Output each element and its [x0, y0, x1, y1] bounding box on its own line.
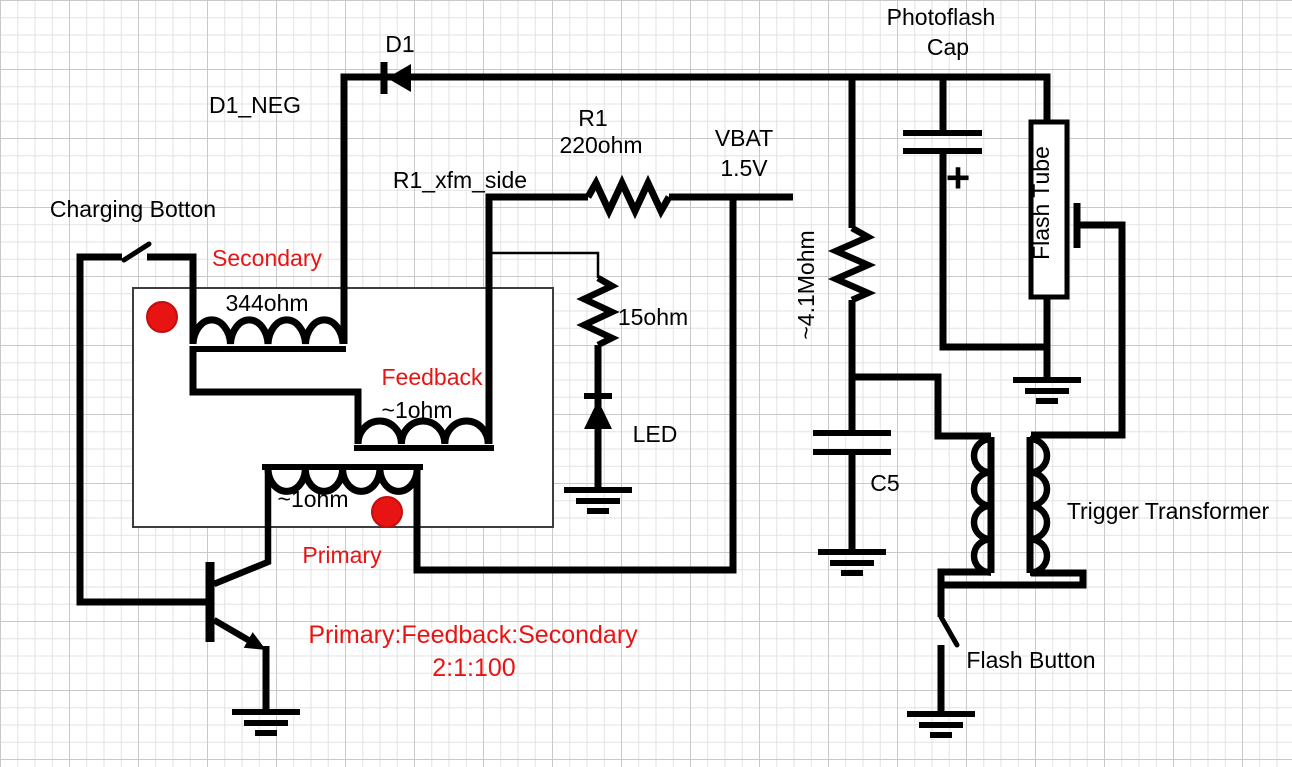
photoflash-cap-bottom-wire [939, 151, 1047, 351]
flash-button-label: Flash Button [966, 647, 1095, 673]
turns-ratio-label-line2: 2:1:100 [432, 654, 515, 682]
flash-tube-ground-symbol [1013, 377, 1081, 404]
charging-button-switch-lever [121, 241, 152, 263]
transistor-emitter-line [212, 617, 252, 644]
secondary-winding [189, 316, 347, 345]
bleed-resistor-value-label: ~4.1Mohm [793, 230, 819, 339]
transistor-collector-wire [212, 468, 272, 588]
charging-loop-wire [76, 253, 206, 606]
d1-label: D1 [385, 31, 414, 57]
feedback-to-r1-wire [485, 193, 588, 444]
c5-label: C5 [870, 470, 899, 496]
secondary-to-feedback-wire [189, 346, 362, 444]
r1-resistor-zigzag [584, 174, 673, 220]
transistor-ground-symbol [232, 709, 300, 736]
charging-button-label: Charging Botton [50, 196, 216, 222]
trigger-transformer-bottom-wire [937, 568, 1087, 589]
vbat-to-primary-wire [413, 197, 737, 574]
secondary-resistance-label: 344ohm [225, 290, 308, 316]
trigger-primary-winding [970, 435, 992, 576]
top-hv-wire [340, 73, 1051, 344]
flash-button-ground-symbol [907, 711, 975, 738]
primary-polarity-dot [371, 496, 403, 528]
feedback-winding [354, 417, 492, 445]
r1-xfm-side-net-label: R1_xfm_side [393, 167, 527, 193]
bleed-resistor-zigzag [827, 225, 877, 303]
vbat-value-label: 1.5V [720, 155, 768, 181]
feedback-resistance-label: ~1ohm [382, 397, 453, 423]
flash-button-switch-lever [938, 614, 960, 648]
led-triangle [584, 400, 612, 429]
c5-ground-symbol [818, 549, 886, 576]
transistor-emitter-arrow [243, 632, 266, 650]
vbat-label: VBAT [715, 125, 773, 151]
secondary-label: Secondary [212, 245, 322, 271]
led-resistor-value-label: 15ohm [618, 304, 688, 330]
photoflash-cap-label-line1: Photoflash [887, 4, 996, 30]
flash-tube-body [1028, 119, 1070, 300]
trigger-transformer-label: Trigger Transformer [1067, 498, 1270, 524]
primary-winding [264, 469, 421, 495]
flash-tube-label: Flash Tube [1028, 146, 1054, 260]
d1-diode-triangle [387, 64, 411, 92]
led-label: LED [633, 421, 678, 447]
led-ground-symbol [564, 487, 632, 514]
led-branch-wire [491, 251, 600, 278]
primary-resistance-label: ~1ohm [278, 486, 349, 512]
photoflash-cap-label-line2: Cap [927, 34, 969, 60]
r1-name-label: R1 [578, 105, 607, 131]
r1-value-label: 220ohm [559, 132, 642, 158]
feedback-label: Feedback [381, 364, 483, 390]
trigger-electrode-wire [1031, 221, 1126, 439]
d1-neg-net-label: D1_NEG [209, 92, 301, 118]
primary-label: Primary [302, 542, 382, 568]
led-resistor-zigzag [576, 275, 620, 348]
turns-ratio-label-line1: Primary:Feedback:Secondary [308, 621, 638, 649]
switch-to-secondary-wire [147, 253, 197, 344]
trigger-secondary-winding [1029, 435, 1051, 576]
trigger-primary-top-wire [852, 373, 991, 440]
cap-polarity-plus-sign: + [946, 154, 971, 201]
secondary-polarity-dot [146, 301, 178, 333]
